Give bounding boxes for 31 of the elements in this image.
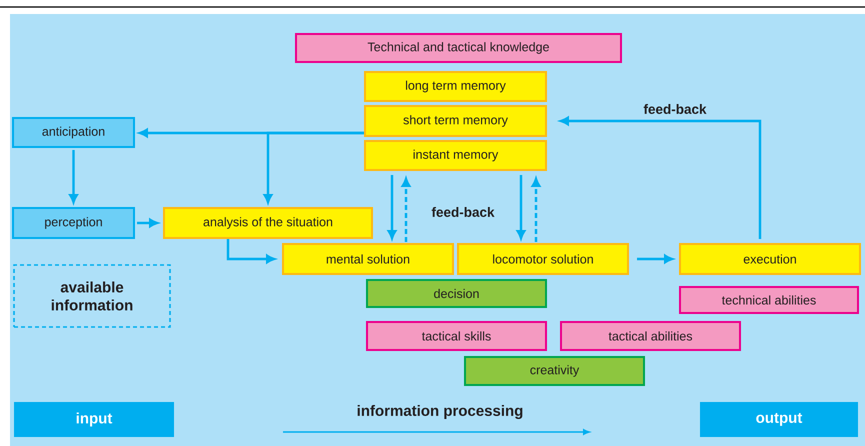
- arrow: [516, 175, 526, 240]
- process-box: anticipation: [12, 117, 135, 148]
- process-box: short term memory: [364, 105, 547, 137]
- arrow: [69, 150, 78, 204]
- process-box: mental solution: [282, 243, 454, 275]
- edge-label: feed-back: [642, 103, 708, 115]
- process-box: perception: [12, 207, 135, 239]
- arrow: [149, 218, 158, 228]
- skill-box: tactical abilities: [560, 321, 741, 351]
- process-box: locomotor solution: [457, 243, 629, 275]
- skill-box: tactical skills: [366, 321, 547, 351]
- stage-box: input: [14, 402, 174, 437]
- skill-box: decision: [366, 279, 547, 308]
- arrow: [226, 239, 276, 264]
- arrow: [532, 178, 540, 242]
- skill-box: Technical and tactical knowledge: [295, 33, 622, 63]
- skill-box: technical abilities: [679, 286, 859, 314]
- skill-box: creativity: [464, 356, 645, 386]
- stage-box: output: [700, 402, 858, 437]
- process-box: analysis of the situation: [163, 207, 373, 239]
- arrow: [388, 175, 396, 240]
- stage-label: information processing: [358, 404, 522, 420]
- process-box: instant memory: [364, 140, 547, 171]
- dashed-box: available information: [13, 264, 171, 328]
- arrow: [138, 128, 364, 204]
- process-box: long term memory: [364, 71, 547, 102]
- arrow: [637, 254, 674, 264]
- process-box: execution: [679, 243, 861, 275]
- arrow: [402, 178, 410, 242]
- feed-back-label: feed-back: [432, 207, 495, 217]
- arrow: [560, 116, 762, 239]
